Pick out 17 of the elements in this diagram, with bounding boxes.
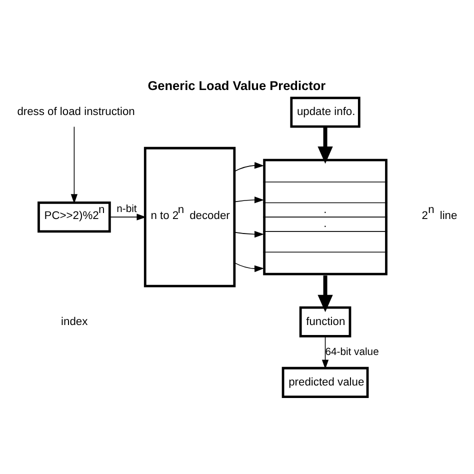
arrow bbox=[234, 162, 264, 172]
label: index bbox=[61, 316, 88, 328]
arrow bbox=[234, 196, 264, 204]
arrow bbox=[234, 262, 264, 272]
node-box: predicted value bbox=[282, 366, 369, 398]
node-box: update info. bbox=[290, 96, 360, 128]
edge-label: n-bit bbox=[116, 204, 137, 215]
arrow bbox=[109, 214, 146, 220]
arrow bbox=[318, 276, 333, 312]
edge-label: 64-bit value bbox=[325, 346, 379, 358]
arrow bbox=[322, 336, 329, 370]
node-text: dress of load instruction bbox=[17, 106, 135, 118]
diagram-title: Generic Load Value Predictor bbox=[148, 78, 326, 93]
arrow bbox=[70, 126, 78, 204]
arrow bbox=[318, 126, 333, 164]
arrow bbox=[234, 230, 264, 238]
node-box: function bbox=[299, 306, 352, 338]
